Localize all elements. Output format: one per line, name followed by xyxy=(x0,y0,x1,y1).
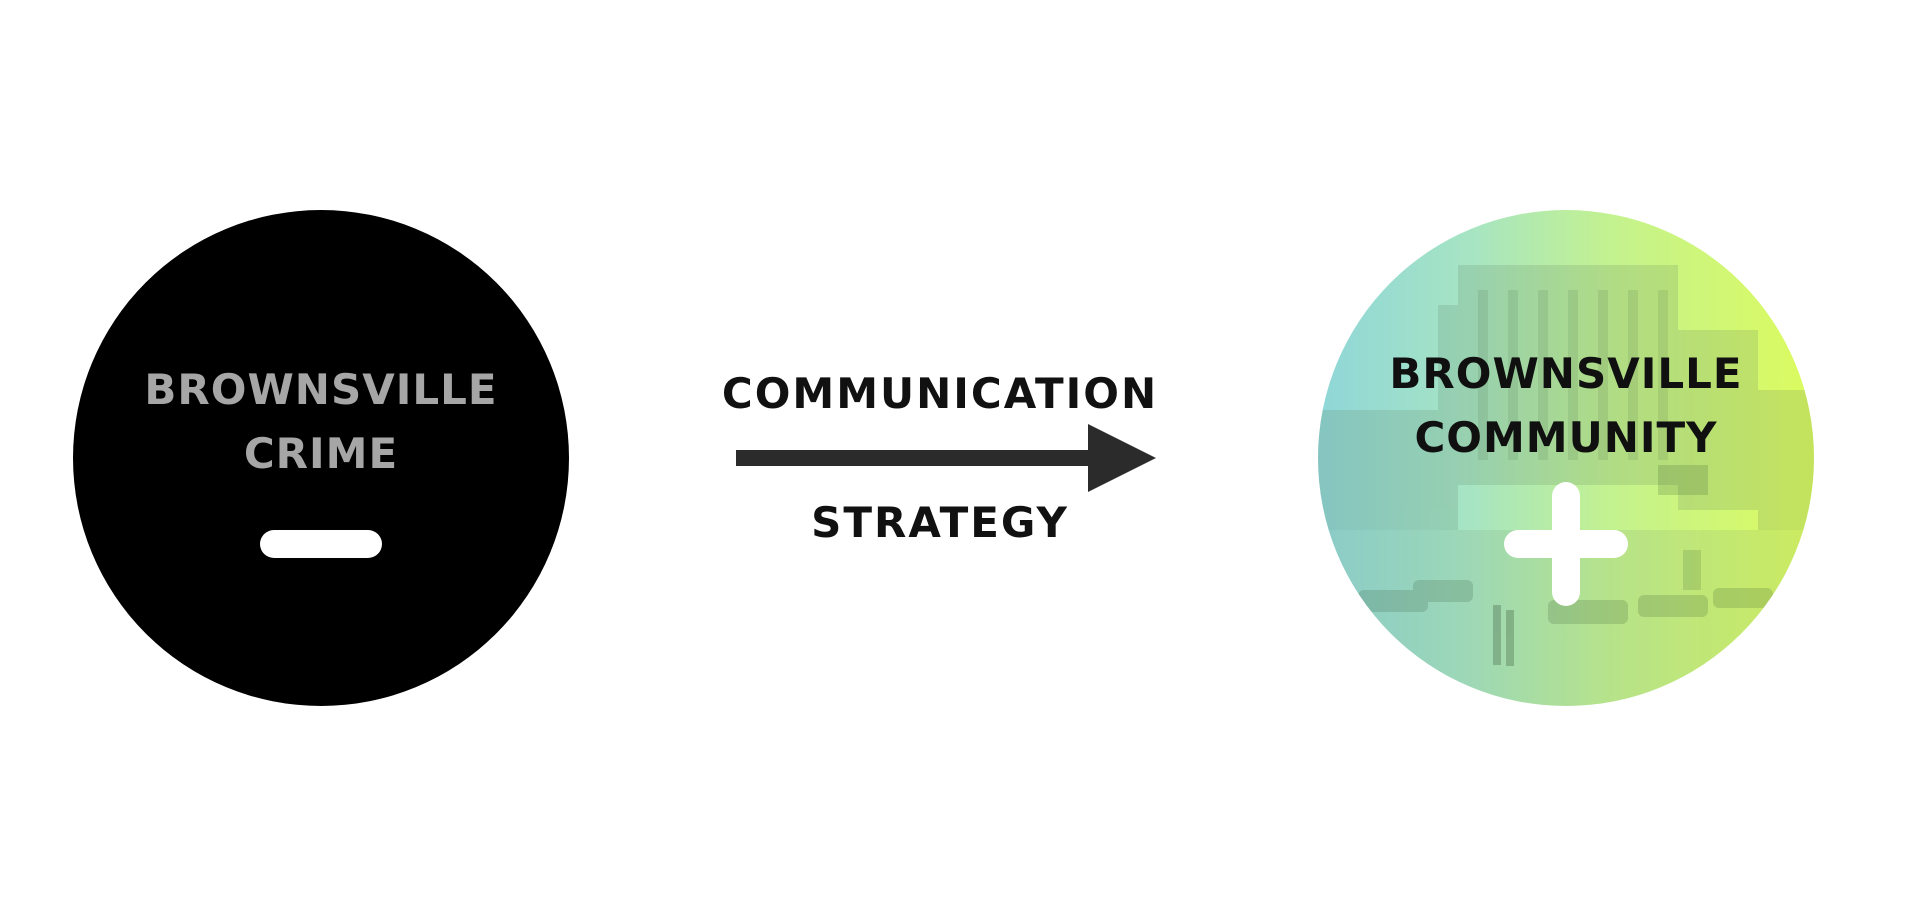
community-label-line1: BROWNSVILLE xyxy=(1389,349,1743,398)
crime-circle: BROWNSVILLE CRIME xyxy=(73,210,569,706)
minus-icon xyxy=(260,530,382,558)
plus-icon-bar xyxy=(1504,530,1628,558)
connector-bottom-label: STRATEGY xyxy=(811,498,1069,547)
connector-top-label: COMMUNICATION xyxy=(721,369,1159,418)
community-label-line2: COMMUNITY xyxy=(1414,413,1718,462)
crime-label-line2: CRIME xyxy=(243,429,399,478)
right-arrow-icon xyxy=(736,424,1156,492)
crime-label-line1: BROWNSVILLE xyxy=(144,365,498,414)
street-scene-image xyxy=(1318,265,1814,706)
community-circle: BROWNSVILLE COMMUNITY xyxy=(1318,210,1814,706)
